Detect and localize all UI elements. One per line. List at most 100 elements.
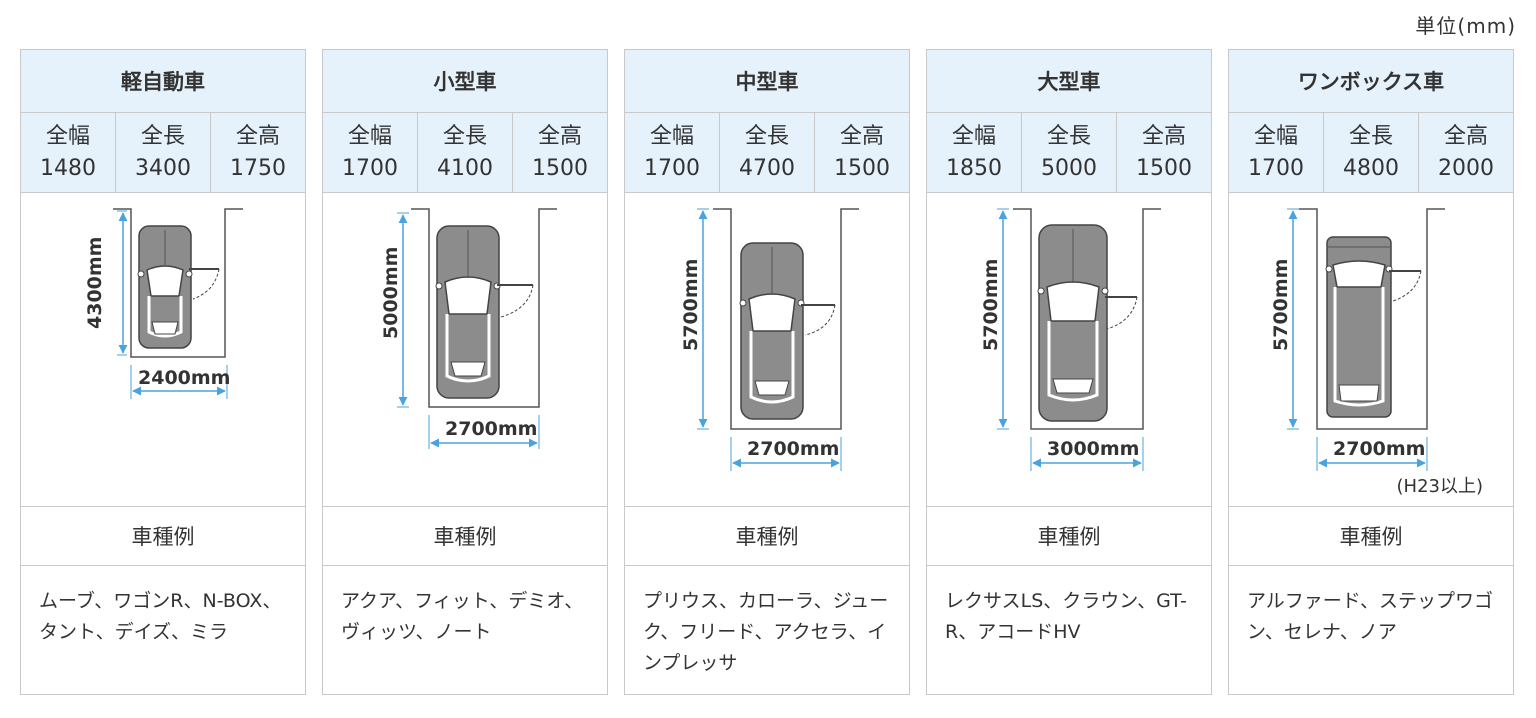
parking-space-outline: [113, 208, 243, 358]
car-icon: [739, 242, 805, 420]
example-label: 車種例: [927, 507, 1211, 566]
dim-label: 全高: [1443, 123, 1488, 149]
parking-space-outline: [713, 208, 859, 430]
dim-label: 全幅: [347, 123, 392, 149]
unit-label: 単位(mm): [1415, 14, 1516, 38]
dim-label: 全幅: [951, 123, 996, 149]
example-list: レクサスLS、クラウン、GT-R、アコードHV: [945, 590, 1187, 643]
dim-value: 4100: [437, 155, 493, 181]
dim-width: 全幅 1700: [323, 113, 418, 192]
card-title: 中型車: [625, 50, 909, 113]
car-icon: [1325, 236, 1393, 418]
parking-diagram: 5000mm 2700mm: [323, 193, 607, 507]
width-label: 2700mm: [747, 438, 839, 460]
depth-label: 5700mm: [1270, 259, 1292, 351]
parking-diagram: 4300mm 2400mm: [21, 193, 305, 507]
card-title: 軽自動車: [21, 50, 305, 113]
example-label: 車種例: [323, 507, 607, 566]
parking-space-svg: 5000mm 2700mm: [380, 208, 557, 449]
example-list: プリウス、カローラ、ジューク、フリード、アクセラ、インプレッサ: [643, 590, 889, 674]
car-icon: [137, 225, 193, 349]
dim-value: 1850: [946, 155, 1002, 181]
dim-value: 1700: [644, 155, 700, 181]
card-kei: 軽自動車 全幅 1480 全長 3400 全高 1750: [20, 49, 306, 695]
parking-space-outline: [1299, 208, 1445, 430]
card-title: 小型車: [323, 50, 607, 113]
dimension-row: 全幅 1480 全長 3400 全高 1750: [21, 113, 305, 193]
parking-space-svg: 5700mm 2700mm: [680, 208, 859, 471]
dimension-row: 全幅 1700 全長 4700 全高 1500: [625, 113, 909, 193]
car-icon: [1037, 224, 1109, 422]
example-label: 車種例: [625, 507, 909, 566]
dim-value: 1700: [342, 155, 398, 181]
height-note: (H23以上): [1396, 476, 1483, 497]
width-label: 3000mm: [1047, 438, 1139, 460]
width-label: 2700mm: [1333, 438, 1425, 460]
depth-label: 5700mm: [680, 259, 702, 351]
dim-label: 全長: [442, 123, 487, 149]
dim-value: 1500: [834, 155, 890, 181]
dim-height: 全高 1500: [513, 113, 607, 192]
depth-label: 5700mm: [980, 259, 1002, 351]
dim-label: 全高: [537, 123, 582, 149]
dim-value: 1500: [532, 155, 588, 181]
parking-space-outline: [1013, 208, 1161, 430]
car-icon: [435, 225, 501, 399]
parking-space-svg: 5700mm 3000mm: [980, 208, 1161, 471]
dim-length: 全長 4700: [720, 113, 815, 192]
dim-length: 全長 5000: [1022, 113, 1117, 192]
width-label: 2700mm: [445, 418, 537, 440]
dim-value: 1700: [1248, 155, 1304, 181]
dimension-row: 全幅 1700 全長 4800 全高 2000: [1229, 113, 1513, 193]
dim-value: 4800: [1343, 155, 1399, 181]
dim-value: 5000: [1041, 155, 1097, 181]
parking-space-outline: [411, 208, 557, 408]
parking-space-svg: 4300mm 2400mm: [84, 208, 243, 399]
dim-width: 全幅 1850: [927, 113, 1022, 192]
dim-label: 全長: [1046, 123, 1091, 149]
parking-space-svg: 5700mm 2700mm: [1270, 208, 1445, 471]
width-label: 2400mm: [138, 367, 230, 389]
dim-label: 全幅: [649, 123, 694, 149]
dim-label: 全幅: [1253, 123, 1298, 149]
dim-value: 4700: [739, 155, 795, 181]
parking-diagram: 5700mm 2700mm: [625, 193, 909, 507]
card-title: ワンボックス車: [1229, 50, 1513, 113]
dim-width: 全幅 1700: [625, 113, 720, 192]
dimension-row: 全幅 1700 全長 4100 全高 1500: [323, 113, 607, 193]
dimension-row: 全幅 1850 全長 5000 全高 1500: [927, 113, 1211, 193]
card-one-box: ワンボックス車 全幅 1700 全長 4800 全高 2000: [1228, 49, 1514, 695]
example-label: 車種例: [21, 507, 305, 566]
dim-label: 全高: [1141, 123, 1186, 149]
parking-diagram: 5700mm 3000mm: [927, 193, 1211, 507]
dim-height: 全高 2000: [1419, 113, 1513, 192]
dim-label: 全長: [140, 123, 185, 149]
dim-height: 全高 1750: [211, 113, 305, 192]
depth-label: 5000mm: [380, 247, 402, 339]
example-list: アルファード、ステップワゴン、セレナ、ノア: [1247, 590, 1494, 643]
dim-label: 全幅: [45, 123, 90, 149]
dim-value: 1500: [1136, 155, 1192, 181]
dim-height: 全高 1500: [1117, 113, 1211, 192]
dim-value: 2000: [1438, 155, 1494, 181]
dim-label: 全高: [235, 123, 280, 149]
depth-label: 4300mm: [84, 237, 106, 329]
dim-width: 全幅 1480: [21, 113, 116, 192]
dim-height: 全高 1500: [815, 113, 909, 192]
dim-length: 全長 4100: [418, 113, 513, 192]
dim-label: 全高: [839, 123, 884, 149]
dim-label: 全長: [1348, 123, 1393, 149]
dim-label: 全長: [744, 123, 789, 149]
example-list: アクア、フィット、デミオ、ヴィッツ、ノート: [341, 590, 584, 643]
dim-value: 3400: [135, 155, 191, 181]
dim-value: 1750: [230, 155, 286, 181]
example-list: ムーブ、ワゴンR、N-BOX、タント、デイズ、ミラ: [39, 590, 282, 643]
dim-length: 全長 4800: [1324, 113, 1419, 192]
dim-width: 全幅 1700: [1229, 113, 1324, 192]
dim-length: 全長 3400: [116, 113, 211, 192]
card-title: 大型車: [927, 50, 1211, 113]
dim-value: 1480: [40, 155, 96, 181]
